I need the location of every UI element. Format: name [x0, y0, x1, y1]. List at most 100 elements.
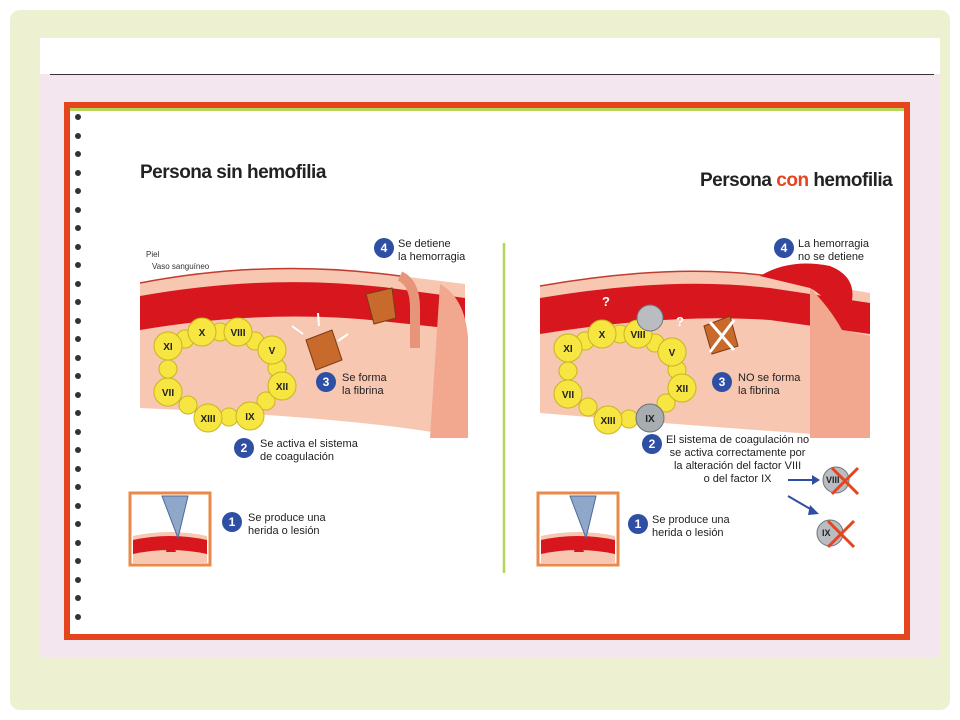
spiral-ring — [75, 188, 81, 194]
right-blood-vessel — [540, 283, 870, 334]
right-factor-label: XIII — [600, 416, 615, 427]
right-title: Persona con hemofilia — [700, 170, 893, 192]
slide-title-area — [40, 38, 940, 74]
spiral-ring — [75, 262, 81, 268]
spiral-ring — [75, 539, 81, 546]
spiral-ring — [75, 243, 81, 250]
left-vessel — [139, 267, 468, 438]
left-step1-badge: 1 — [222, 512, 242, 532]
factor-link — [558, 361, 578, 381]
spiral-ring — [75, 484, 81, 490]
left-factor-x — [187, 317, 217, 347]
right-factor-label: XII — [676, 384, 688, 395]
notebook-spiral — [70, 108, 92, 634]
right-step1-line1: Se produce una — [652, 514, 730, 526]
spiral-ring — [75, 206, 81, 213]
spiral-ring — [75, 502, 81, 509]
right-wound-inset — [536, 491, 620, 567]
spiral-ring — [75, 132, 81, 139]
spiral-ring — [75, 428, 81, 435]
missing-factor-viii — [822, 466, 860, 496]
spiral-ring — [75, 280, 81, 287]
spiral-ring — [75, 354, 81, 361]
spiral-ring — [75, 595, 81, 601]
spiral-ring — [75, 225, 81, 231]
right-factor-v — [657, 337, 687, 367]
factor-link — [578, 397, 598, 417]
right-vessel — [539, 263, 870, 438]
spiral-ring — [75, 373, 81, 379]
right-step2-line2: se activa correctamente por — [669, 447, 806, 459]
spiral-ring — [75, 391, 81, 398]
right-factor-label: XI — [563, 344, 573, 355]
factor-link — [619, 409, 639, 429]
right-step4-line2: no se detiene — [798, 251, 865, 263]
right-factor-xii — [667, 373, 697, 403]
spiral-ring — [75, 521, 81, 527]
left-factor-label: XI — [163, 342, 173, 353]
left-title: Persona sin hemofilia — [140, 162, 326, 183]
right-step2-badge: 2 — [642, 434, 662, 454]
question-mark: ? — [676, 314, 684, 329]
right-step2-line1: El sistema de coagulación no — [666, 434, 810, 446]
right-step2-line4: o del factor IX — [703, 473, 772, 485]
left-step1-line2: herida o lesión — [248, 525, 320, 537]
right-title-part1: Persona — [700, 170, 772, 191]
factor-link — [256, 391, 276, 411]
spiral-ring — [75, 576, 81, 583]
missing-viii-label: VIII — [826, 475, 840, 485]
spiral-ring — [75, 336, 81, 342]
label-vaso-sanguineo: Vaso sanguíneo — [152, 262, 210, 271]
right-step4-badge: 4 — [774, 238, 794, 258]
left-step2-line2: de coagulación — [260, 451, 335, 463]
left-factor-v — [257, 335, 287, 365]
right-step1-line2: herida o lesión — [652, 527, 724, 539]
left-factor-label: XII — [276, 382, 288, 393]
left-factor-xii — [267, 371, 297, 401]
right-factor-label: V — [669, 348, 676, 359]
missing-factor-ix — [816, 519, 856, 549]
left-factor-label: VII — [162, 388, 174, 399]
factor-link — [158, 359, 178, 379]
top-accent — [70, 108, 904, 111]
factor-link — [178, 395, 198, 415]
factor-link — [656, 393, 676, 413]
spiral-ring — [75, 465, 81, 472]
missing-ix-label: IX — [822, 528, 831, 538]
left-factor-vii — [153, 377, 183, 407]
left-factor-viii — [223, 317, 253, 347]
left-factor-label: VIII — [230, 328, 245, 339]
spiral-ring — [75, 169, 81, 176]
factor-link — [219, 407, 239, 427]
right-factor-label: VII — [562, 390, 574, 401]
right-step2-line3: la alteración del factor VIII — [673, 460, 802, 472]
right-factor-label: VIII — [630, 330, 645, 341]
bleeding — [760, 263, 853, 328]
spiral-ring — [75, 317, 81, 324]
left-wound-inset — [128, 491, 212, 567]
detached-factor-viii — [636, 304, 664, 332]
left-step2-line1: Se activa el sistema — [260, 438, 358, 450]
left-step3-badge: 3 — [316, 372, 336, 392]
right-factor-label: IX — [645, 414, 655, 425]
left-step4-line2: la hemorragia — [398, 251, 466, 263]
left-fibrin-plug — [365, 287, 397, 325]
right-step3-line2: la fibrina — [738, 385, 780, 397]
right-title-con: con — [776, 170, 809, 191]
spiral-ring — [75, 447, 81, 453]
left-step2-badge: 2 — [234, 438, 254, 458]
left-factor-label: XIII — [200, 414, 215, 425]
right-factor-ix — [635, 403, 665, 433]
right-step1-badge: 1 — [628, 514, 648, 534]
left-factor-label: V — [269, 346, 276, 357]
right-step4-line1: La hemorragia — [798, 238, 869, 250]
right-factor-xi — [553, 333, 583, 363]
left-factor-label: IX — [245, 412, 255, 423]
